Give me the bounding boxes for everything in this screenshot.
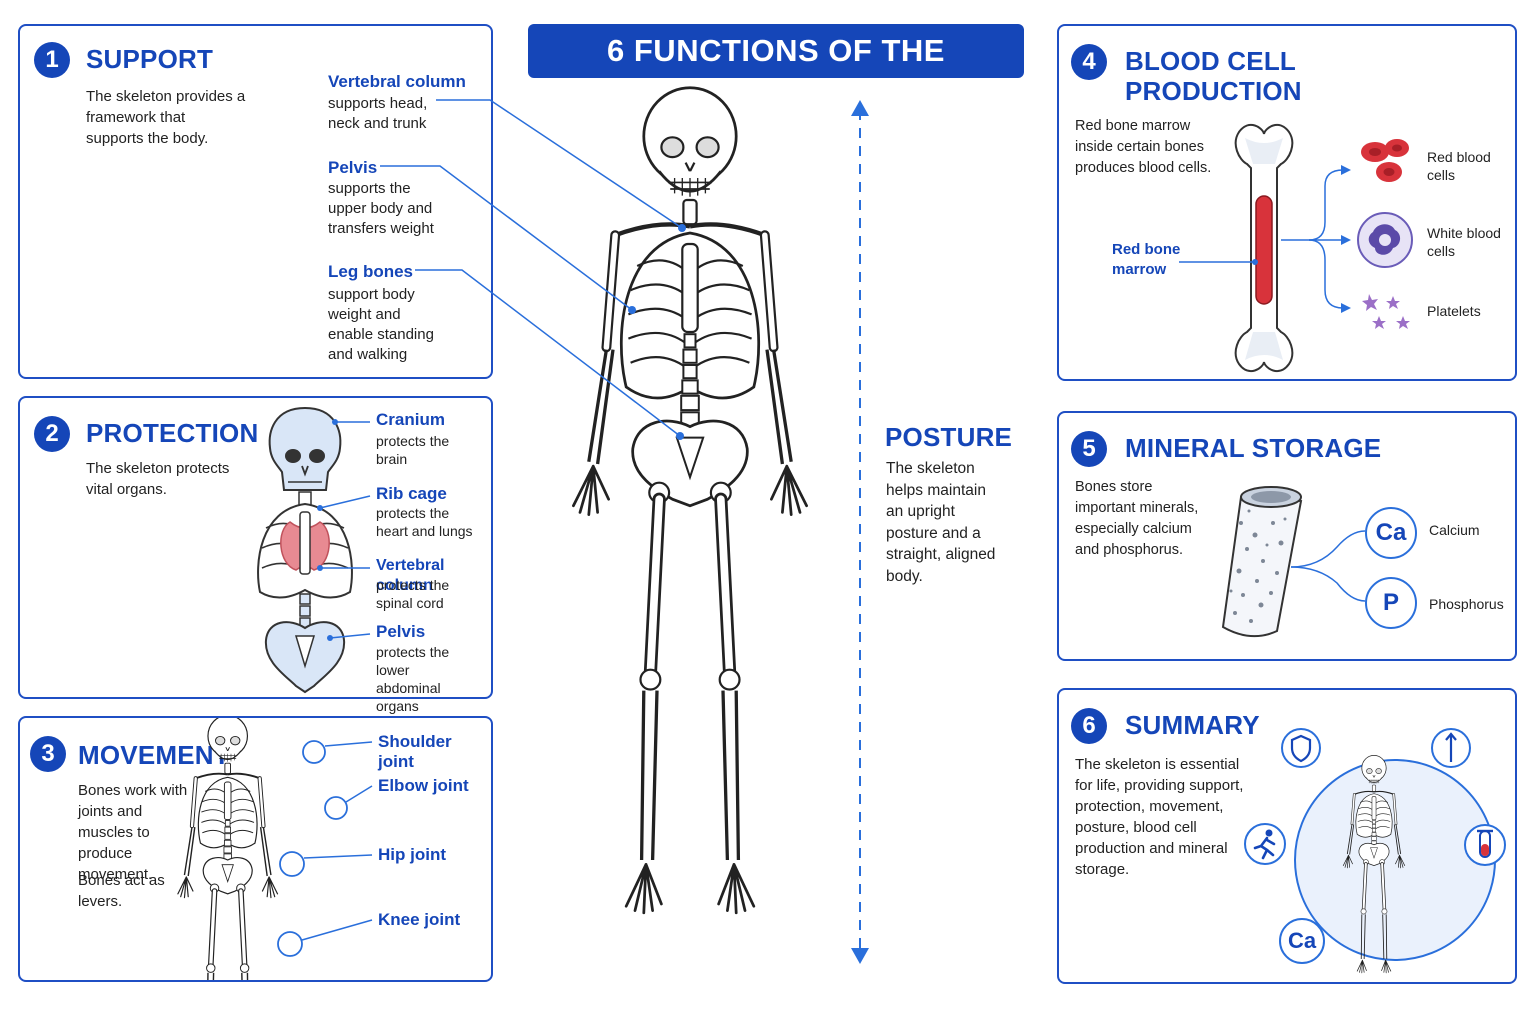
calcium-label: Calcium	[1429, 522, 1480, 538]
support-label-vertebral-title: Vertebral column	[328, 72, 466, 91]
blood-number: 4	[1071, 44, 1107, 80]
mineral-leader-lines	[1290, 530, 1366, 602]
movement-label-knee: Knee joint	[378, 910, 461, 929]
upright-arrow-icon	[1431, 728, 1471, 768]
white-blood-cell-icon	[1357, 212, 1413, 268]
calcium-symbol: Ca	[1365, 507, 1417, 559]
red-blood-cells-label: Red blood cells	[1427, 149, 1491, 183]
protection-label-ribcage-title: Rib cage	[376, 484, 447, 503]
running-person-icon	[1244, 823, 1286, 865]
support-label-legs-text: support body weight and enable standing …	[328, 286, 434, 363]
support-number: 1	[34, 42, 70, 78]
protection-title: PROTECTION	[86, 418, 259, 448]
support-panel: 1 SUPPORT The skeleton provides a framew…	[18, 24, 493, 379]
page-title: 6 FUNCTIONS OF THE SKELETON	[528, 24, 1024, 122]
movement-label-shoulder: Shoulder joint	[378, 732, 452, 771]
protection-label-pelvis-text: protects the lower abdominal organs	[376, 644, 450, 714]
protection-text: The skeleton protects vital organs.	[86, 460, 230, 498]
phosphorus-label: Phosphorus	[1429, 596, 1504, 612]
protection-label-ribcage-text: protects the heart and lungs	[376, 505, 473, 539]
movement-panel: 3 MOVEMENT Bones work with joints and mu…	[18, 716, 493, 982]
summary-number: 6	[1071, 708, 1107, 744]
support-label-legs-title: Leg bones	[328, 262, 414, 281]
movement-lever-text: Bones act as levers.	[78, 872, 165, 910]
white-blood-cells-label: White blood cells	[1427, 225, 1501, 259]
protection-label-cranium-title: Cranium	[376, 410, 445, 429]
protection-label-vertebral-title: Vertebral column	[376, 557, 445, 594]
protection-label-cranium-text: protects the brain	[376, 433, 450, 467]
movement-label-elbow: Elbow joint	[378, 776, 469, 795]
movement-label-hip: Hip joint	[378, 845, 446, 864]
blood-tube-icon	[1464, 824, 1506, 866]
marrow-label: Red bone marrow	[1112, 241, 1181, 278]
blood-text: Red bone marrow inside certain bones pro…	[1075, 118, 1212, 176]
blood-leader-lines	[1179, 165, 1351, 313]
blood-title-line2: PRODUCTION	[1125, 76, 1302, 106]
blood-title-line1: BLOOD CELL	[1125, 46, 1296, 76]
posture-title: POSTURE	[885, 422, 1013, 452]
mineral-panel: 5 MINERAL STORAGE Bones store important …	[1057, 411, 1517, 661]
mineral-title: MINERAL STORAGE	[1125, 433, 1382, 463]
support-label-pelvis-text: supports the upper body and transfers we…	[328, 180, 434, 237]
summary-panel: 6 SUMMARY The skeleton is essential for …	[1057, 688, 1517, 984]
summary-skeleton-illustration	[1341, 753, 1407, 975]
protection-number: 2	[34, 416, 70, 452]
protection-skeleton-illustration	[257, 406, 353, 694]
support-label-vertebral-text: supports head, neck and trunk	[328, 95, 428, 132]
movement-leader-lines	[277, 740, 373, 957]
red-blood-cell-icon	[1361, 139, 1409, 182]
platelets-icon	[1362, 294, 1410, 329]
support-text: The skeleton provides a framework that s…	[86, 88, 246, 147]
bone-cross-section-illustration	[1221, 486, 1303, 638]
summary-title: SUMMARY	[1125, 710, 1260, 740]
movement-title: MOVEMENT	[78, 740, 230, 770]
protection-panel: 2 PROTECTION The skeleton protects vital…	[18, 396, 493, 714]
blood-cell-panel: 4 BLOOD CELL PRODUCTION Red bone marrow …	[1057, 24, 1517, 381]
platelets-label: Platelets	[1427, 303, 1481, 319]
shield-icon	[1281, 728, 1321, 768]
summary-calcium-icon: Ca	[1279, 918, 1325, 964]
phosphorus-symbol: P	[1365, 577, 1417, 629]
support-title: SUPPORT	[86, 44, 214, 74]
mineral-number: 5	[1071, 431, 1107, 467]
protection-label-pelvis-title: Pelvis	[376, 622, 426, 641]
long-bone-illustration	[1234, 123, 1294, 373]
support-label-pelvis-title: Pelvis	[328, 158, 378, 177]
posture-text: The skeleton helps maintain an upright p…	[886, 460, 996, 585]
protection-leader-lines	[317, 419, 371, 641]
movement-text: Bones work with joints and muscles to pr…	[78, 782, 188, 883]
mineral-text: Bones store important minerals, especial…	[1075, 479, 1199, 558]
protection-label-vertebral-text: protects the spinal cord	[376, 577, 450, 611]
summary-text: The skeleton is essential for life, prov…	[1075, 756, 1244, 878]
movement-number: 3	[30, 736, 66, 772]
